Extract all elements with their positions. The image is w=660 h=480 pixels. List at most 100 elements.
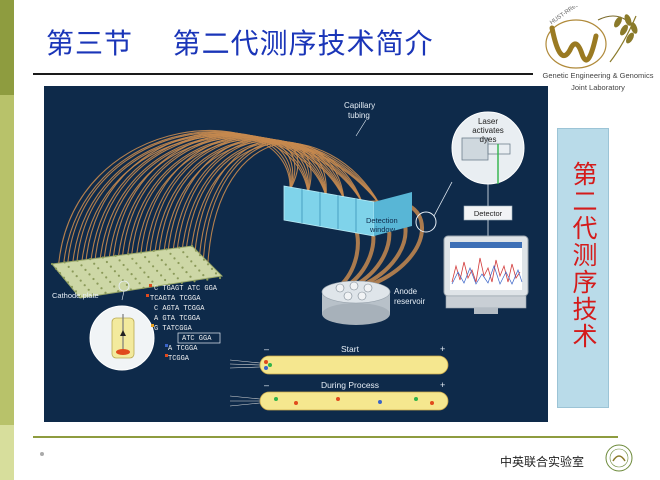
plate-well <box>138 282 141 285</box>
plate-well <box>105 260 108 264</box>
plate-well <box>202 258 206 261</box>
plate-well <box>168 268 171 271</box>
plate-well <box>152 265 155 268</box>
capillary-strand <box>202 141 327 259</box>
bullet-dot <box>40 452 44 456</box>
plate-well <box>127 253 130 256</box>
plate-well <box>214 272 218 275</box>
plate-well <box>144 256 147 259</box>
start-plus: + <box>440 344 445 354</box>
plate-well <box>126 268 129 271</box>
plate-well <box>198 269 201 272</box>
cathode-plate-label: Cathode plate <box>52 291 99 300</box>
anode-reservoir-label-2: reservoir <box>394 297 425 306</box>
capillary-strand <box>57 129 291 273</box>
plate-well <box>202 274 205 277</box>
capillary-strand <box>125 136 345 270</box>
plate-well <box>151 280 154 283</box>
plate-well <box>109 280 112 283</box>
plate-well <box>101 256 104 259</box>
capillary-strand <box>66 131 327 272</box>
capillary-strand <box>161 140 381 267</box>
start-minus: – <box>264 344 269 354</box>
plate-well <box>62 276 66 279</box>
plate-well <box>113 270 116 273</box>
capillary-strand <box>198 140 312 263</box>
plate-well <box>206 263 210 266</box>
capillary-tubing-label-1: Capillary <box>344 101 375 110</box>
footer-text: 中英联合实验室 <box>500 455 585 469</box>
side-label-box: 第二代测序技术 <box>557 128 609 408</box>
title-underline <box>33 73 533 75</box>
cathode-plate <box>51 245 224 299</box>
during-process-capillary <box>229 391 449 411</box>
plate-well <box>160 274 163 277</box>
plate-well <box>172 272 175 275</box>
plate-well <box>156 254 159 257</box>
process-minus: – <box>264 380 269 390</box>
plate-well <box>198 254 202 257</box>
plate-well <box>109 265 112 268</box>
plate-well <box>194 264 197 267</box>
plate-well <box>135 262 138 265</box>
plate-well <box>74 290 78 293</box>
plate-well <box>168 283 171 286</box>
laser-label-2: activates <box>472 126 504 135</box>
sequence-4: A GTA TCGGA <box>154 315 201 323</box>
plate-well <box>118 259 121 262</box>
plate-well <box>101 271 104 274</box>
plate-well <box>66 281 70 284</box>
logo-caption-line1: Genetic Engineering & Genomics <box>542 71 654 80</box>
plate-well <box>87 288 90 291</box>
plate-well <box>80 264 83 267</box>
plate-well <box>104 291 107 294</box>
capillary-strand <box>166 137 296 262</box>
left-accent-bar-bottom <box>0 425 14 480</box>
anode-reservoir-label-1: Anode <box>394 287 418 296</box>
plate-well <box>155 285 158 288</box>
plate-well <box>79 279 82 282</box>
side-label-text: 第二代测序技术 <box>569 161 598 350</box>
plate-well <box>142 286 145 289</box>
chromatogram-trace <box>451 257 521 283</box>
plate-well <box>100 287 103 290</box>
capillary-strand <box>143 136 309 268</box>
plate-well <box>93 262 96 265</box>
footer-rule <box>33 436 618 438</box>
during-process-label: During Process <box>321 380 379 390</box>
plate-well <box>75 275 78 278</box>
plate-well <box>190 260 193 263</box>
plate-well <box>147 275 150 279</box>
capillary-strand <box>84 131 291 270</box>
capillary-strand <box>148 137 327 264</box>
plate-well <box>193 280 196 283</box>
plate-well <box>176 277 179 280</box>
capillary-strand <box>184 141 363 261</box>
plate-well <box>152 249 155 252</box>
plate-well <box>181 266 184 269</box>
anode-reservoir <box>321 280 391 325</box>
capillary-strand <box>139 135 294 265</box>
plate-well <box>178 246 181 249</box>
sequence-7: A TCGGA <box>168 345 198 353</box>
laser-label-1: Laser <box>478 117 498 126</box>
plate-well <box>206 278 209 281</box>
plate-well <box>186 255 189 258</box>
sequence-1: C TGAGT ATC GGA <box>154 285 218 293</box>
sequence-6: ATC GGA <box>182 335 212 343</box>
sequencing-figure: Capillary tubing Detection window Laser … <box>44 86 548 422</box>
start-capillary <box>229 355 449 375</box>
detection-window-label-2: window <box>369 225 396 234</box>
laser-inset <box>451 111 525 185</box>
capillary-strand <box>171 138 310 266</box>
plate-well <box>50 262 54 266</box>
plate-well <box>173 257 176 260</box>
sample-inset <box>89 305 155 371</box>
sequence-2: TCAGTA TCGGA <box>150 295 201 303</box>
capillary-strand <box>116 134 309 271</box>
capillary-strand <box>89 132 309 274</box>
plate-well <box>76 259 79 262</box>
slide-title: 第三节 第二代测序技术简介 <box>46 27 434 60</box>
plate-well <box>130 273 133 276</box>
plate-well <box>71 270 74 273</box>
